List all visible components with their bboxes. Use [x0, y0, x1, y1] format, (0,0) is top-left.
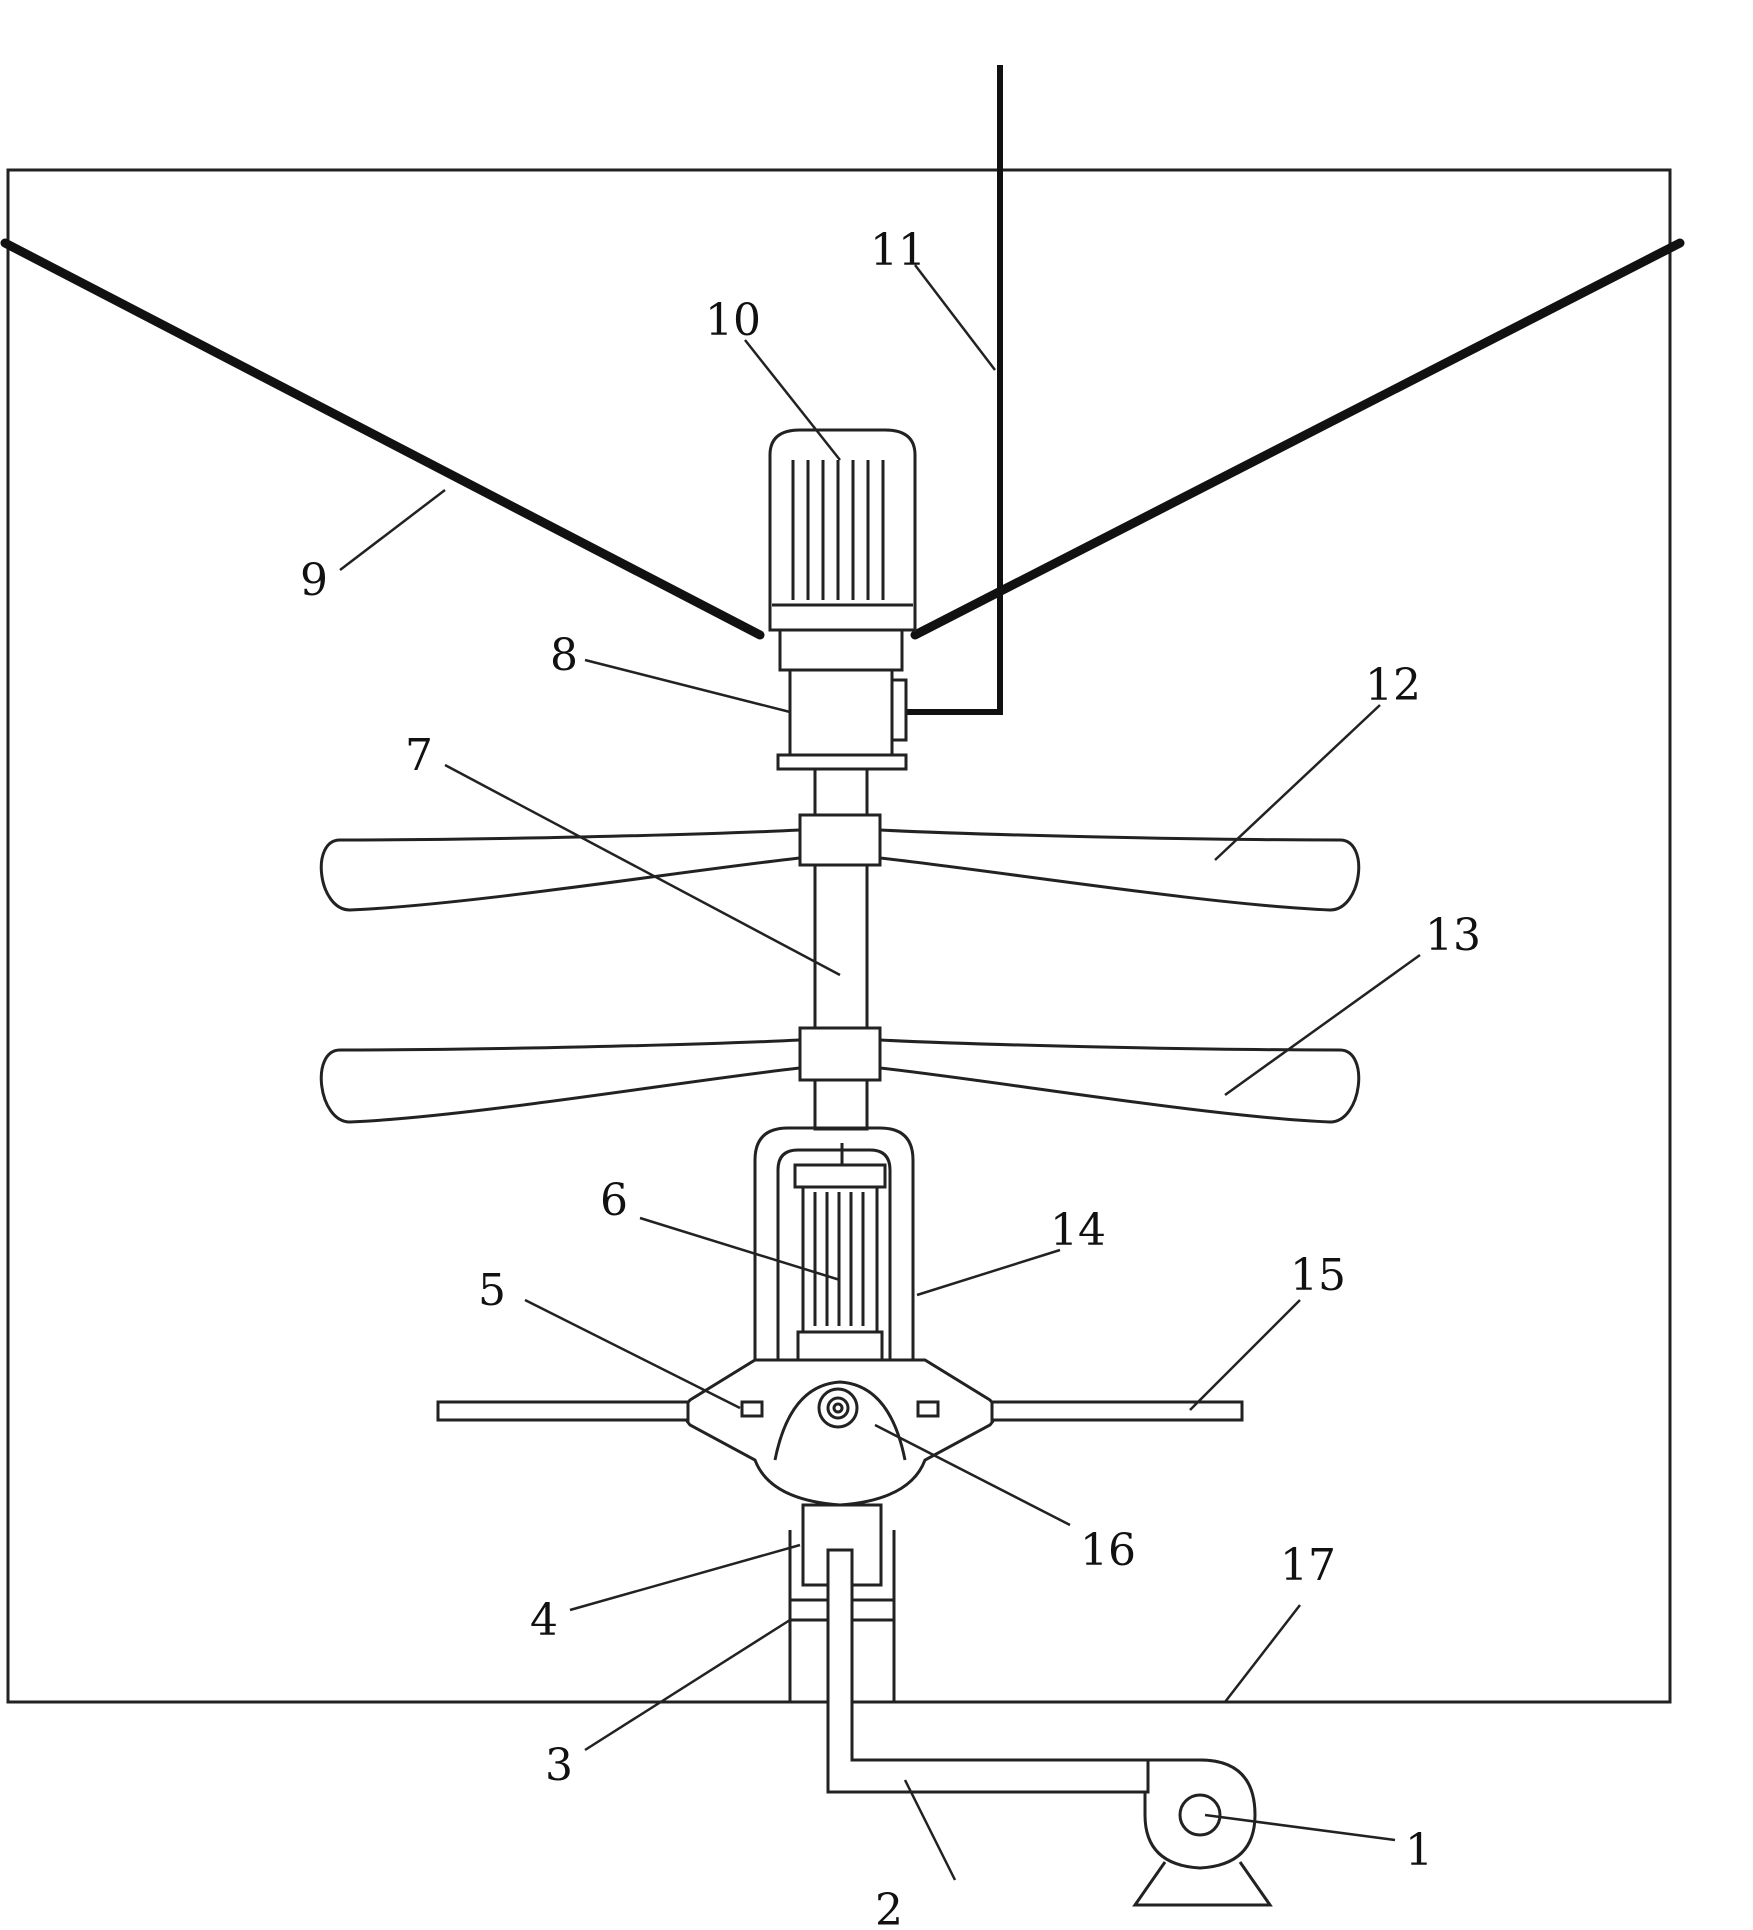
lower-impeller — [319, 1026, 1361, 1124]
upper-impeller — [319, 813, 1361, 912]
label-5: 5 — [478, 1265, 506, 1316]
blower — [1132, 1758, 1273, 1907]
label-13: 13 — [1425, 910, 1481, 961]
lower-sleeve — [788, 1503, 896, 1702]
label-10: 10 — [705, 295, 761, 346]
label-2: 2 — [875, 1885, 903, 1930]
air-pipe — [826, 1548, 1247, 1794]
motor-housing — [753, 1126, 915, 1370]
label-12: 12 — [1365, 660, 1421, 711]
hopper-v-right — [910, 238, 1685, 640]
label-14: 14 — [1050, 1205, 1106, 1256]
coupling-box — [776, 668, 908, 771]
label-8: 8 — [550, 630, 578, 681]
label-1: 1 — [1405, 1825, 1433, 1876]
label-17: 17 — [1280, 1540, 1336, 1591]
hopper-v — [0, 238, 765, 640]
label-7: 7 — [405, 730, 433, 781]
label-3: 3 — [545, 1740, 573, 1791]
rotor-assembly — [436, 1358, 1244, 1507]
inner-motor — [793, 1143, 887, 1362]
label-9: 9 — [300, 555, 328, 606]
top-motor — [768, 428, 917, 672]
label-6: 6 — [600, 1175, 628, 1226]
label-4: 4 — [530, 1595, 558, 1646]
cable-wire — [905, 65, 1003, 715]
label-11: 11 — [870, 225, 926, 276]
label-16: 16 — [1080, 1525, 1136, 1576]
leader-lines — [339, 264, 1421, 1881]
label-15: 15 — [1290, 1250, 1346, 1301]
